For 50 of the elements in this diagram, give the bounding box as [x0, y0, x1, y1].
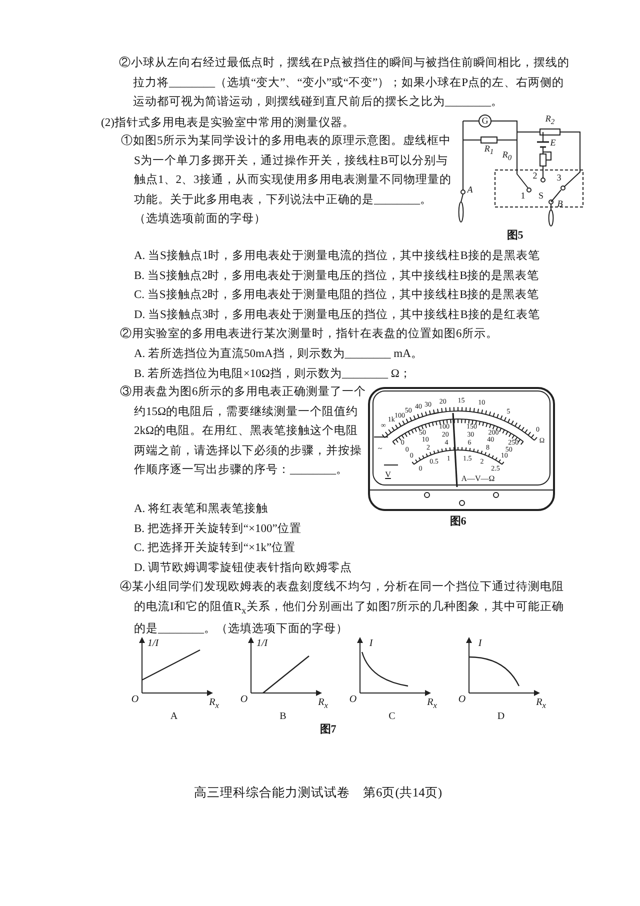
- axis-label: R$_{x}$: [536, 698, 546, 710]
- circuit-label: A: [467, 186, 473, 194]
- axis-label: R$_{x}$: [209, 698, 219, 710]
- circuit-label: G: [482, 116, 488, 126]
- axis-label: O: [458, 695, 466, 705]
- dial-symbol: ~: [378, 445, 382, 453]
- graph-letter: D: [497, 712, 505, 722]
- axis-label: O: [349, 695, 357, 705]
- graph-letter: B: [280, 712, 286, 722]
- page-footer: 高三理科综合能力测试试卷 第6页(共14页): [194, 786, 442, 800]
- option-text: D. 当S接触点3时，多用电表处于测量电压的挡位，其中接线柱B接的是红表笔: [134, 308, 540, 323]
- circuit-label: R$_{2}$: [545, 114, 555, 126]
- option-text: A. 将红表笔和黑表笔接触: [134, 502, 268, 517]
- axis-label: I: [478, 639, 482, 649]
- circuit-label: 1: [520, 192, 526, 200]
- figure-caption: 图7: [320, 723, 336, 737]
- question-text: (2)指针式多用电表是实验室中常用的测量仪器。: [101, 115, 354, 131]
- question-text: ④某小组同学们发现欧姆表的表盘刻度线不均匀，分析在同一个挡位下通过待测电阻的电流I和它的阻值R$_{x}$关系，他们分别画出了如图7所示的几种图象，其中可能正确的是________。（选填选项下面的字母）: [120, 579, 566, 638]
- graph-letter: A: [170, 712, 178, 722]
- axis-label: I: [369, 639, 373, 649]
- question-text: ②用实验室的多用电表进行某次测量时，指针在表盘的位置如图6所示。: [120, 326, 498, 342]
- axis-label: 1/I: [256, 639, 268, 649]
- circuit-label: S: [538, 192, 544, 200]
- circuit-label: 3: [556, 174, 562, 182]
- question-text: ①如图5所示为某同学设计的多用电表的原理示意图。虚线框中S为一个单刀多掷开关，通过操作开关，接线柱B可以分别与触点1、2、3接通，从而实现使用多用电表测量不同物理量的功能。关于此多用电表，下列说法中正确的是________。（选填选项前面的字母）: [121, 134, 452, 227]
- option-text: A. 当S接触点1时，多用电表处于测量电流的挡位，其中接线柱B接的是黑表笔: [134, 248, 540, 264]
- figure-caption: 图5: [506, 229, 524, 243]
- circuit-label: R$_{0}$: [502, 150, 512, 162]
- figure-caption: 图6: [450, 515, 466, 529]
- option-text: C. 把选择开关旋转到“×1k”位置: [134, 540, 296, 556]
- dial-symbol: A—V—Ω: [461, 475, 495, 483]
- axis-label: R$_{x}$: [318, 698, 328, 710]
- question-text: ②小球从左向右经过最低点时，摆线在P点被挡住的瞬间与被挡住前瞬间相比，摆线的拉力将________（选填“变大”、“变小”或“不变”）；如果小球在P点的左、右两侧的运动都可视为简谐运动，则摆线碰到直尺前后的摆长之比为________。: [119, 56, 570, 110]
- option-text: B. 若所选挡位为电阻×10Ω挡，则示数为________ Ω；: [134, 366, 412, 382]
- axis-label: O: [131, 695, 139, 705]
- option-text: D. 调节欧姆调零旋钮使表针指向欧姆零点: [134, 560, 352, 576]
- circuit-label: R$_{1}$: [484, 144, 494, 156]
- question-text: ③用表盘为图6所示的多用电表正确测量了一个约15Ω的电阻后，需要继续测量一个阻值约2kΩ的电阻。在用红、黑表笔接触这个电阻两端之前，请选择以下必须的步骤，并按操作顺序逐一写出步骤的序号：________。: [120, 384, 366, 478]
- option-text: C. 当S接触点2时，多用电表处于测量电阻的挡位，其中接线柱B接的是黑表笔: [134, 288, 540, 303]
- axis-label: R$_{x}$: [427, 698, 437, 710]
- axis-label: O: [240, 695, 248, 705]
- option-text: B. 把选择开关旋转到“×100”位置: [134, 522, 302, 537]
- circuit-label: E: [550, 138, 556, 148]
- option-text: B. 当S接触点2时，多用电表处于测量电压的挡位，其中接线柱B接的是黑表笔: [134, 268, 540, 284]
- circuit-label: B: [557, 200, 563, 208]
- circuit-label: 2: [532, 172, 538, 180]
- axis-label: 1/I: [147, 639, 159, 649]
- graph-letter: C: [388, 712, 396, 722]
- dial-symbol: V: [385, 471, 391, 479]
- option-text: A. 若所选挡位为直流50mA挡，则示数为________ mA。: [134, 346, 423, 362]
